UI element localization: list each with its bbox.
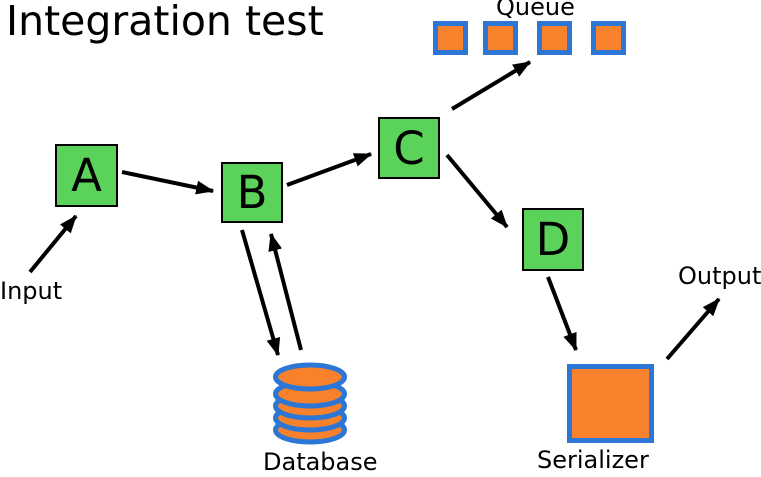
arrow-database-to-b <box>268 232 303 351</box>
node-d: D <box>522 208 584 271</box>
arrow-b-to-database <box>240 229 281 357</box>
node-a: A <box>55 144 118 207</box>
arrow-a-to-b <box>121 170 215 195</box>
arrow-c-to-queue <box>450 60 532 111</box>
queue-label: Queue <box>496 0 575 21</box>
node-c: C <box>378 117 440 179</box>
queue-square-4 <box>591 21 626 55</box>
database-label: Database <box>263 448 378 476</box>
database-icon <box>273 362 347 445</box>
arrow-serializer-to-output <box>665 297 721 361</box>
queue-square-3 <box>537 21 572 55</box>
serializer-box <box>567 364 654 443</box>
arrow-input-to-a <box>28 214 78 274</box>
diagram-title: Integration test <box>6 0 324 45</box>
input-label: Input <box>0 277 63 305</box>
node-b: B <box>221 162 283 223</box>
queue-square-1 <box>433 21 468 55</box>
arrow-d-to-serializer <box>546 276 578 352</box>
output-label: Output <box>678 262 761 290</box>
arrow-c-to-d <box>445 153 509 229</box>
queue-square-2 <box>483 21 518 55</box>
serializer-label: Serializer <box>537 446 649 474</box>
arrow-b-to-c <box>286 152 373 187</box>
